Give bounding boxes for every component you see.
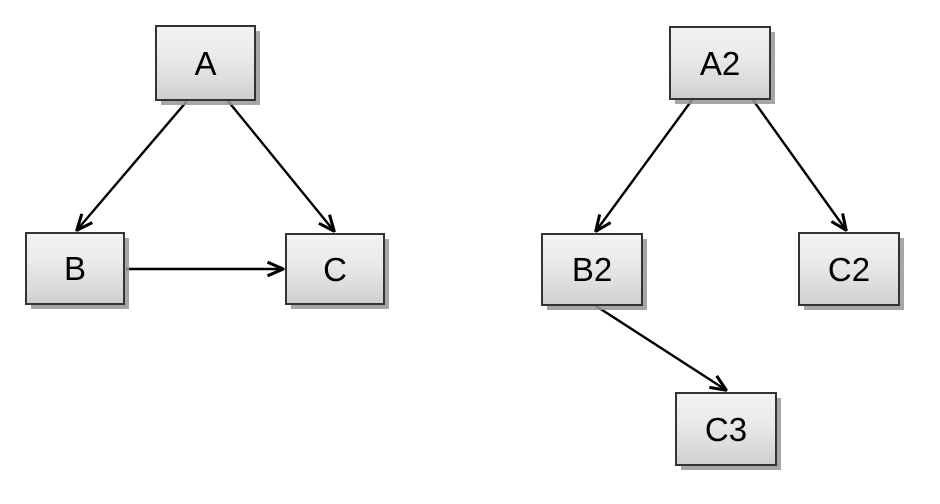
node-label: C3 [704,410,748,448]
node-label: C2 [827,250,871,288]
node-b2[interactable]: B2 [541,233,643,306]
node-c2[interactable]: C2 [798,232,900,306]
node-label: B2 [571,251,613,288]
node-label: C [323,250,347,288]
node-a[interactable]: A [155,25,256,101]
edge-b2-c3 [595,304,726,390]
node-c3[interactable]: C3 [675,392,777,466]
node-label: A [194,44,217,82]
edges-group [77,99,846,390]
node-c[interactable]: C [285,233,385,305]
edge-a2-c2 [752,99,846,230]
node-label: B [63,250,86,287]
edge-a-c [227,100,334,231]
node-label: A2 [699,44,741,82]
edge-a-b [77,100,188,230]
edge-a2-b2 [596,99,693,231]
node-a2[interactable]: A2 [669,26,771,100]
node-b[interactable]: B [25,232,125,305]
